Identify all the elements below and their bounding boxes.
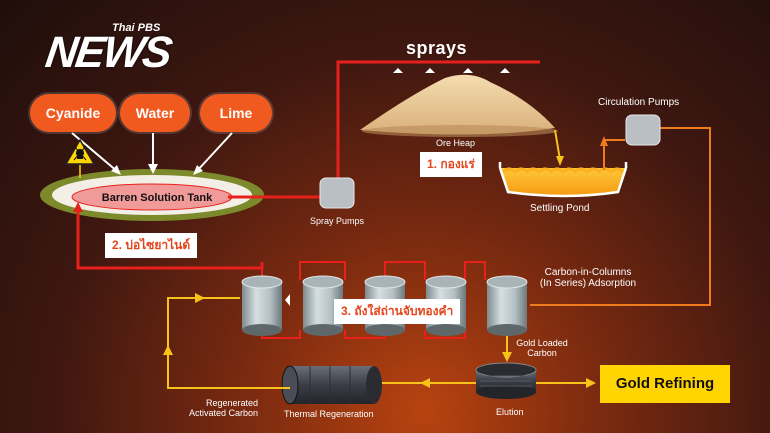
ore-heap-shape bbox=[360, 74, 555, 135]
settling-pond-shape bbox=[498, 167, 628, 198]
barren-tank-label: Barren Solution Tank bbox=[101, 192, 213, 204]
step2-label: 2. บ่อไซยาไนด์ bbox=[105, 233, 198, 258]
lime-pill: Lime bbox=[200, 94, 272, 132]
regen-label-line1: Regenerated bbox=[205, 398, 258, 408]
sprays-label: sprays bbox=[406, 38, 468, 58]
circulation-pumps-label: Circulation Pumps bbox=[598, 97, 680, 108]
gold-refining-box: Gold Refining bbox=[600, 365, 730, 403]
cic-label: Carbon-in-Columns (In Series) Adsorption bbox=[532, 267, 644, 289]
elution-unit bbox=[475, 362, 537, 399]
water-pill: Water bbox=[120, 94, 190, 132]
settling-pond-label: Settling Pond bbox=[530, 203, 590, 214]
regen-label-line2: Activated Carbon bbox=[188, 408, 258, 418]
step1-label: 1. กองแร่ bbox=[420, 152, 482, 177]
cic-label-line1: Carbon-in-Columns bbox=[544, 267, 632, 278]
gold-loaded-line1: Gold Loaded bbox=[516, 338, 568, 348]
regen-label: Regenerated Activated Carbon bbox=[180, 398, 258, 418]
elution-label: Elution bbox=[496, 407, 524, 417]
spray-pump-box bbox=[319, 177, 355, 209]
thermal-label: Thermal Regeneration bbox=[284, 409, 374, 419]
spray-nozzles bbox=[393, 68, 510, 73]
cic-label-line2: (In Series) Adsorption bbox=[539, 278, 637, 289]
circulation-pump-box bbox=[625, 114, 661, 146]
cyanide-pill: Cyanide bbox=[30, 94, 116, 132]
spray-pumps-label: Spray Pumps bbox=[310, 216, 365, 226]
step3-label: 3. ถังใส่ถ่านจับทองคำ bbox=[334, 299, 461, 324]
gold-loaded-line2: Carbon bbox=[527, 348, 557, 358]
pump-to-columns-pipe bbox=[530, 127, 711, 306]
brand-news-logo: NEWS bbox=[42, 28, 174, 77]
gold-loaded-label: Gold Loaded Carbon bbox=[512, 338, 572, 358]
skull-crossbones-warning-icon bbox=[64, 138, 96, 178]
brand-small-label: Thai PBS bbox=[112, 22, 161, 34]
spray-supply-pipe bbox=[336, 60, 540, 180]
thermal-regeneration-drum bbox=[281, 365, 382, 405]
column-1 bbox=[241, 275, 283, 336]
ore-heap-label: Ore Heap bbox=[436, 138, 476, 148]
column-5 bbox=[486, 275, 528, 336]
